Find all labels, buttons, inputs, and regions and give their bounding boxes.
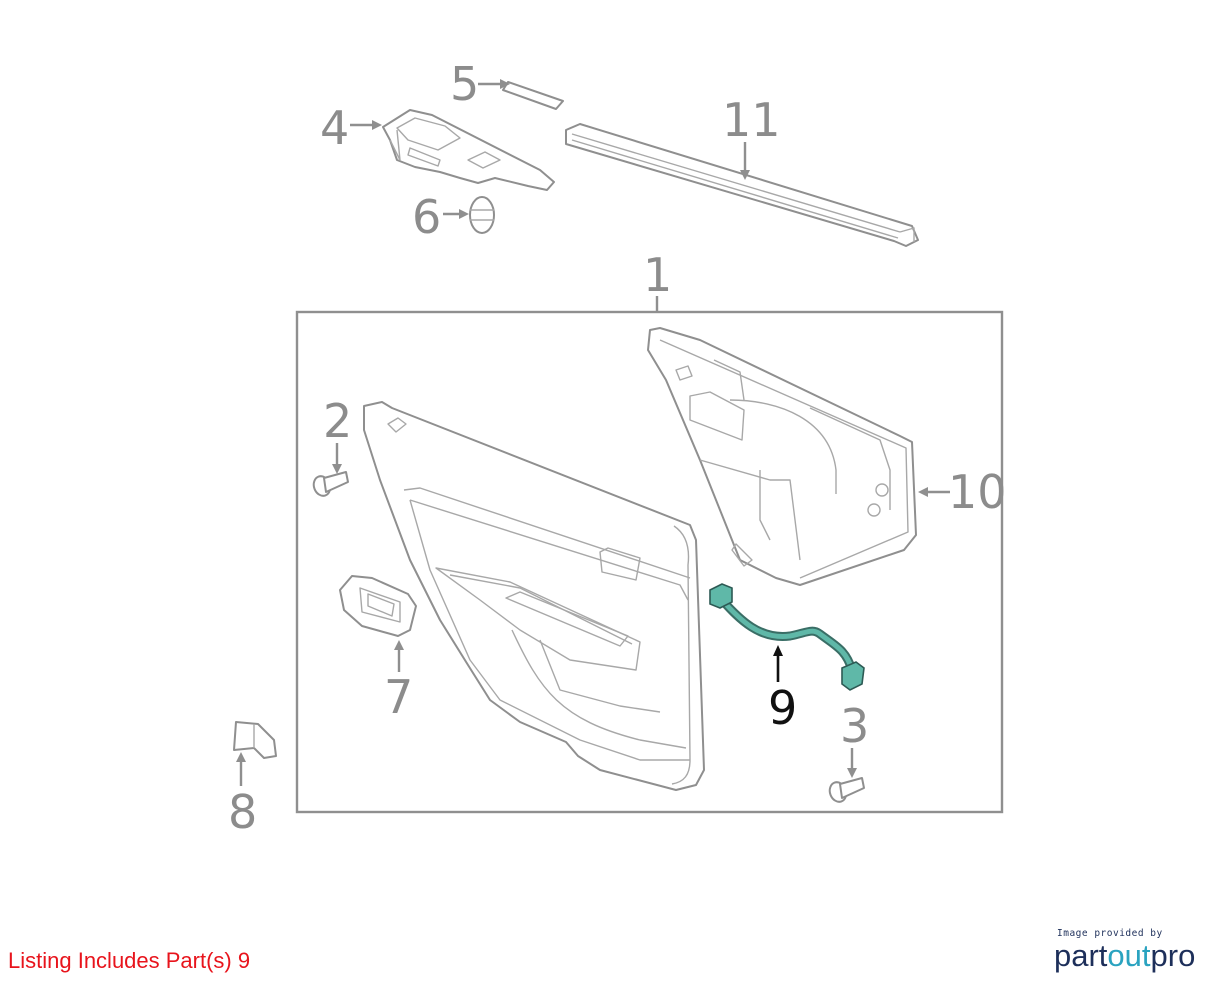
part-8-bracket <box>233 721 277 786</box>
callout-5: 5 <box>450 57 479 111</box>
assembly-frame <box>295 310 1004 814</box>
listing-note: Listing Includes Part(s) 9 <box>8 948 251 973</box>
door-trim-panel <box>363 401 705 791</box>
part-2-pin <box>312 443 349 497</box>
part-11-weatherstrip <box>565 123 919 247</box>
partoutpro-logo: partoutpro <box>1054 939 1204 973</box>
logo-pro: pro <box>1150 938 1196 973</box>
callout-3: 3 <box>840 699 869 753</box>
part-6-plug <box>443 196 495 234</box>
part-5-strip <box>478 79 564 110</box>
brand-caption: Image provided by <box>1057 928 1163 939</box>
callout-10: 10 <box>948 465 1007 519</box>
callout-6: 6 <box>412 190 441 244</box>
callout-2: 2 <box>323 394 352 448</box>
part-10-backing-panel <box>647 327 950 586</box>
callout-9: 9 <box>768 681 797 735</box>
callout-4: 4 <box>320 101 349 155</box>
logo-out: out <box>1107 938 1151 973</box>
part-7-pull-cup <box>339 575 417 672</box>
logo-part: part <box>1054 938 1108 973</box>
part-3-pin <box>828 748 865 803</box>
part-9-wire-harness <box>709 583 865 691</box>
callout-11: 11 <box>722 93 781 147</box>
part-4-switch-bezel <box>350 109 555 191</box>
callout-1: 1 <box>643 248 672 302</box>
callout-8: 8 <box>228 785 257 839</box>
callout-7: 7 <box>384 670 413 724</box>
brand-logo-block: Image provided by partoutpro <box>1054 928 1204 973</box>
